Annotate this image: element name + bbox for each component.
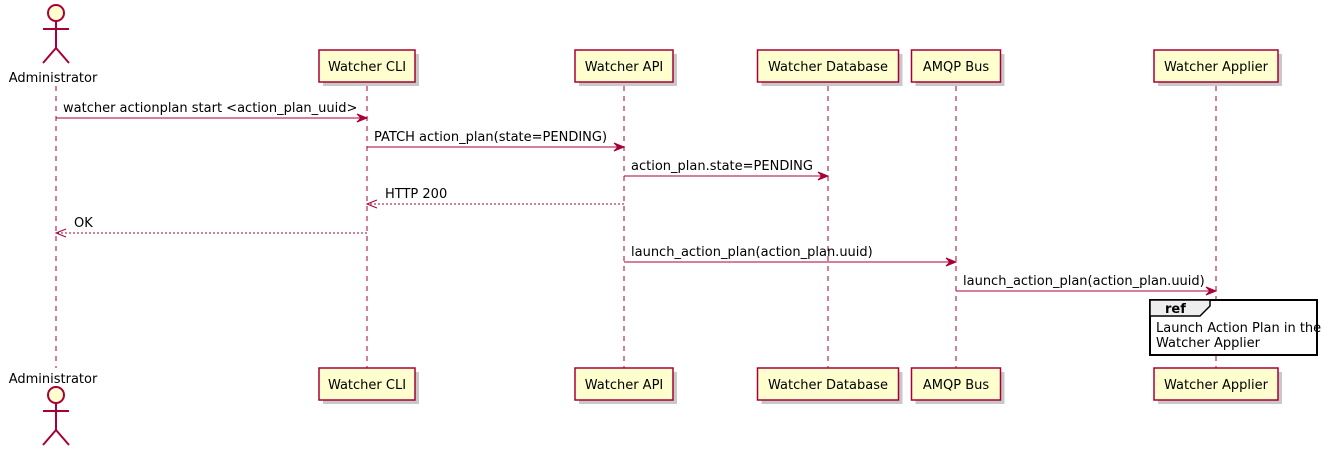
participant-box [910, 49, 1002, 83]
participant-box [318, 367, 416, 401]
participant-label: AMQP Bus [923, 60, 989, 75]
message-3-api-to-db: action_plan.state=PENDING [624, 159, 830, 181]
participant-top-api: Watcher API [574, 49, 677, 86]
arrow-head [356, 113, 369, 123]
arrow-head [1205, 286, 1218, 296]
message-2-cli-to-api: PATCH action_plan(state=PENDING) [367, 130, 626, 152]
participant-box [756, 49, 900, 83]
participant-top-db: Watcher Database [756, 49, 903, 86]
ref-tag: ref [1165, 302, 1186, 317]
participant-label: Watcher Database [768, 378, 888, 393]
participant-label: Watcher Applier [1164, 378, 1269, 393]
participant-label: Watcher CLI [328, 378, 406, 393]
message-label: HTTP 200 [385, 187, 447, 202]
ref-text-line: Launch Action Plan in the [1156, 321, 1321, 336]
participant-box [574, 49, 674, 83]
participant-bottom-db: Watcher Database [756, 367, 903, 404]
message-label: action_plan.state=PENDING [631, 159, 813, 174]
participant-box [756, 367, 900, 401]
actor-icon [42, 4, 70, 64]
arrow-head [817, 171, 830, 181]
participant-headers-top: Administrator Watcher CLI Watcher API Watch… [9, 4, 1282, 86]
arrow-head [54, 228, 67, 238]
participant-box [318, 49, 416, 83]
ref-tag-box [1149, 299, 1211, 317]
lifelines [55, 86, 1217, 368]
message-label: launch_action_plan(action_plan.uuid) [963, 274, 1205, 289]
participant-box [1153, 367, 1279, 401]
message-1-admin-to-cli: watcher actionplan start <action_plan_uu… [56, 101, 369, 123]
participant-label: AMQP Bus [923, 378, 989, 393]
participant-label: Watcher Applier [1164, 60, 1269, 75]
participant-box [574, 367, 674, 401]
ref-text-line: Watcher Applier [1156, 336, 1261, 351]
message-label: PATCH action_plan(state=PENDING) [374, 130, 607, 145]
participant-label: Watcher Database [768, 60, 888, 75]
messages: watcher actionplan start <action_plan_uu… [54, 101, 1218, 296]
message-5-cli-to-admin: OK [54, 216, 367, 238]
message-7-amqp-to-applier: launch_action_plan(action_plan.uuid) [956, 274, 1218, 296]
participant-box [1153, 49, 1279, 83]
participant-top-amqp: AMQP Bus [910, 49, 1005, 86]
participant-bottom-applier: Watcher Applier [1153, 367, 1282, 404]
participant-headers-bottom: Administrator Watcher CLI Watcher API Watch… [9, 367, 1282, 446]
actor-label: Administrator [9, 71, 98, 86]
actor-top-admin: Administrator [9, 4, 98, 86]
message-6-api-to-amqp: launch_action_plan(action_plan.uuid) [624, 245, 958, 267]
actor-bottom-admin: Administrator [9, 372, 98, 446]
participant-bottom-api: Watcher API [574, 367, 677, 404]
participant-label: Watcher CLI [328, 60, 406, 75]
participant-top-cli: Watcher CLI [318, 49, 419, 86]
message-label: launch_action_plan(action_plan.uuid) [631, 245, 873, 260]
arrow-head [613, 142, 626, 152]
actor-icon [42, 386, 70, 446]
message-4-api-to-cli: HTTP 200 [365, 187, 624, 209]
actor-label: Administrator [9, 372, 98, 387]
arrow-head [365, 199, 378, 209]
message-label: OK [74, 216, 93, 231]
participant-bottom-cli: Watcher CLI [318, 367, 419, 404]
participant-label: Watcher API [585, 378, 664, 393]
message-label: watcher actionplan start <action_plan_uu… [63, 101, 357, 116]
participant-bottom-amqp: AMQP Bus [910, 367, 1005, 404]
participant-top-applier: Watcher Applier [1153, 49, 1282, 86]
participant-box [910, 367, 1002, 401]
participant-label: Watcher API [585, 60, 664, 75]
arrow-head [945, 257, 958, 267]
